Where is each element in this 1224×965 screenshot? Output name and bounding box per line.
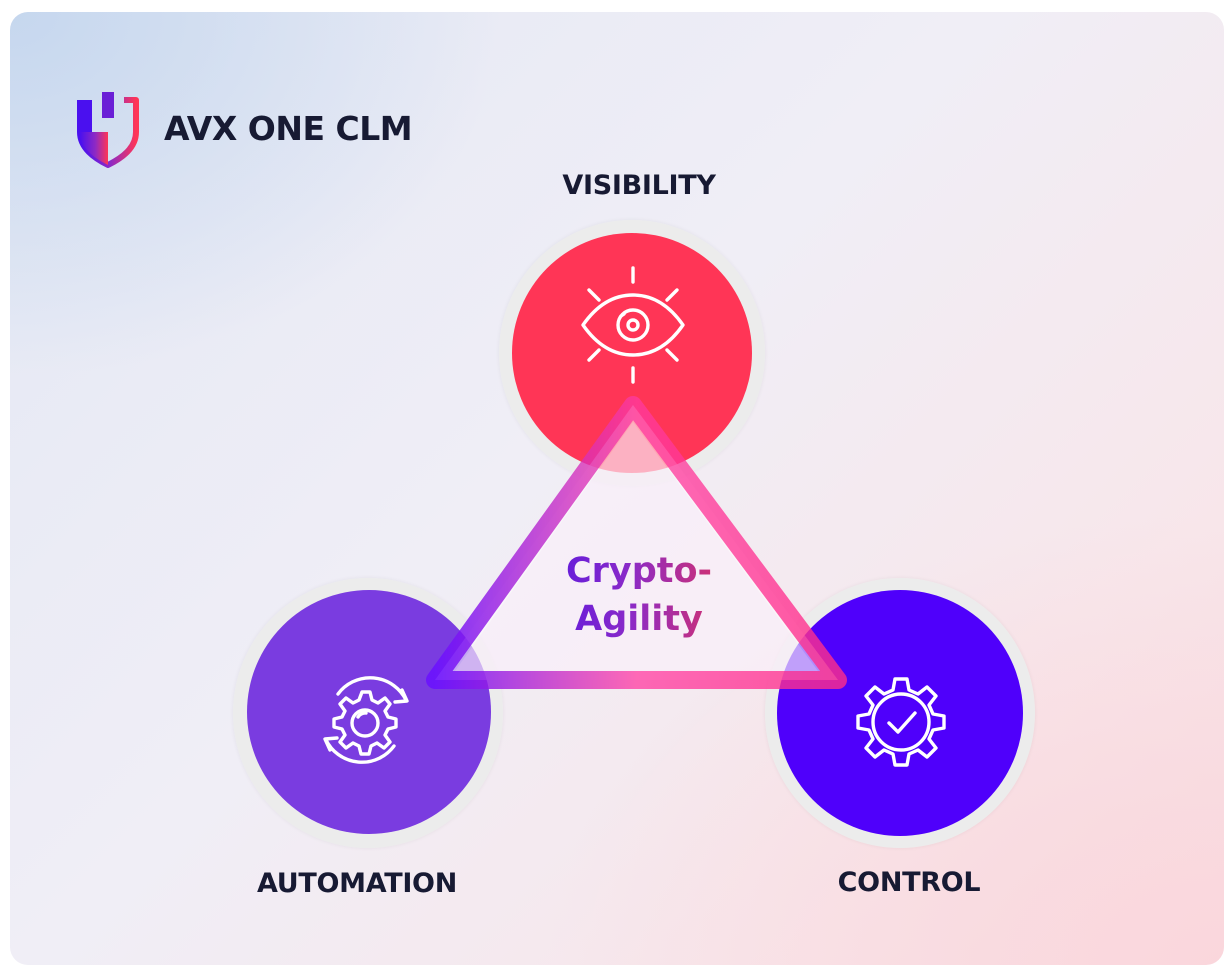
control-label: CONTROL [837, 867, 981, 898]
shield-icon [77, 92, 139, 168]
brand: AVX ONE CLM [76, 88, 413, 168]
crypto-agility-line2: Agility [575, 599, 703, 639]
automation-label: AUTOMATION [256, 868, 458, 899]
brand-name: AVX ONE CLM [164, 108, 413, 148]
eye-icon [581, 266, 685, 384]
control-node [777, 590, 1023, 836]
crypto-agility-line1: Crypto- [565, 551, 713, 591]
crypto-agility-label: Crypto- Agility [539, 547, 739, 643]
diagram-card: AVX ONE CLM VISIBILITY AUTOMATION CONTRO… [10, 12, 1224, 965]
crypto-agility-triangle [426, 396, 847, 689]
gear-cycle-icon [323, 676, 409, 764]
gear-check-icon [856, 677, 946, 767]
visibility-label: VISIBILITY [562, 170, 716, 201]
